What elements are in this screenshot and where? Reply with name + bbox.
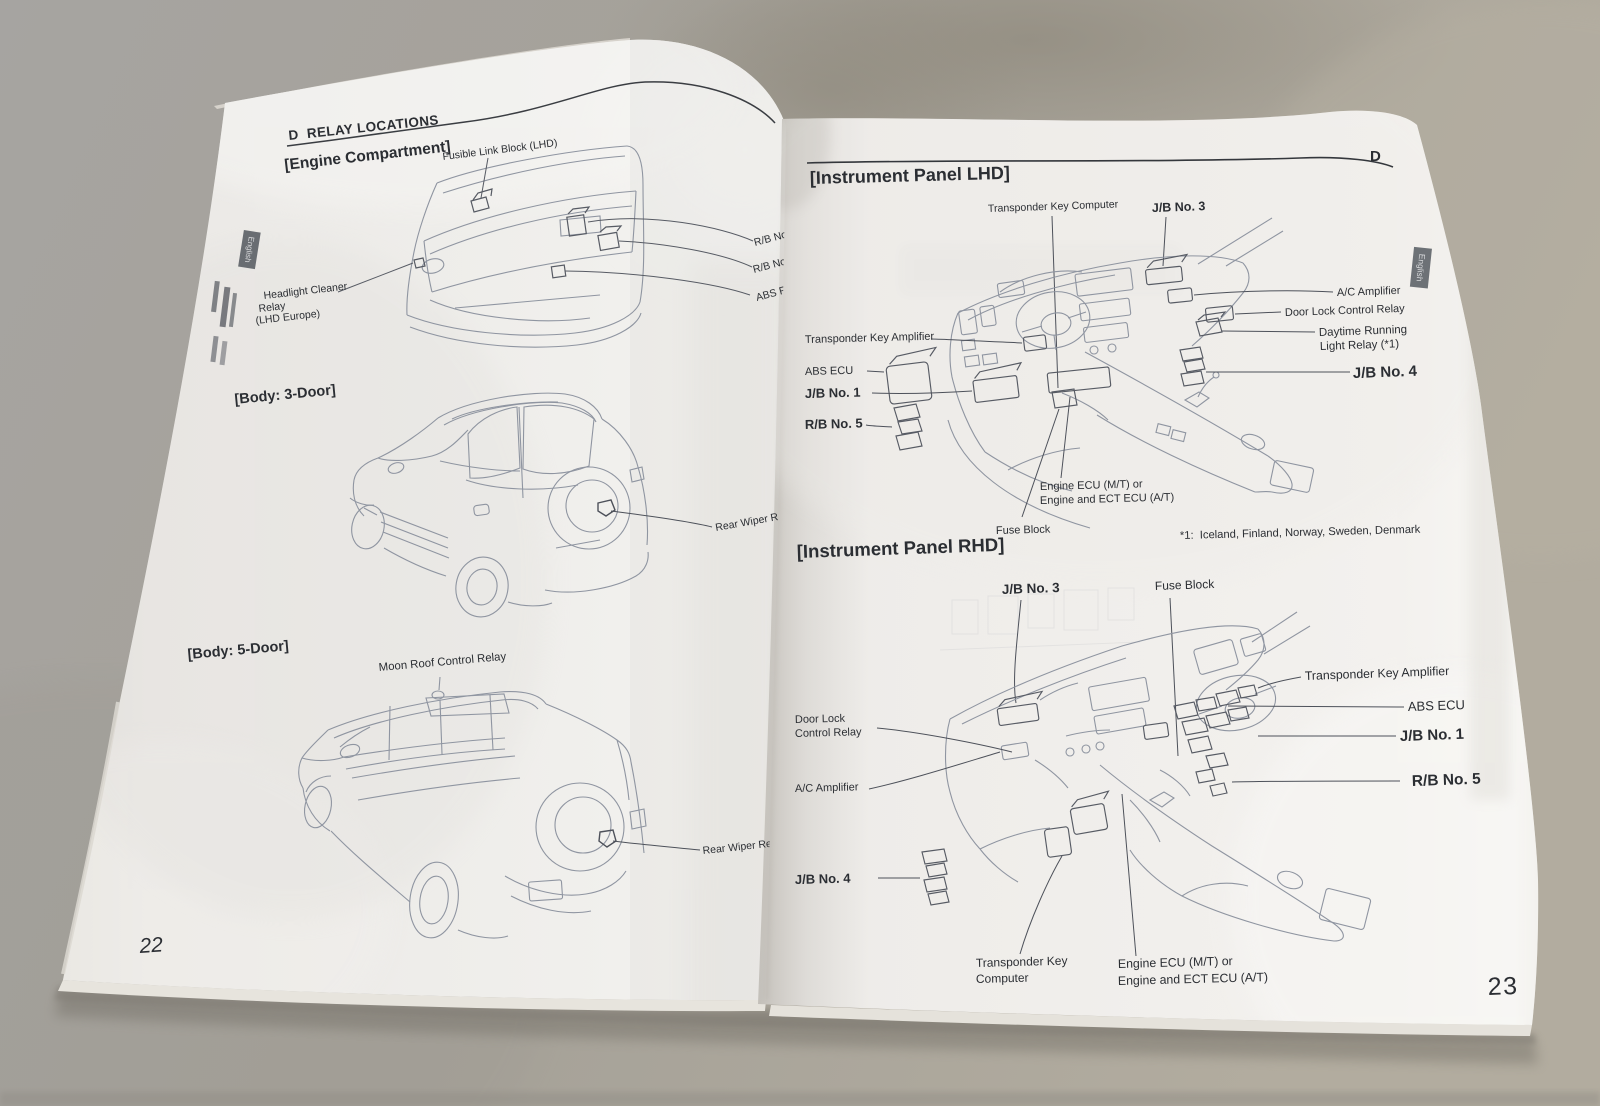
svg-text:R/B No. 5: R/B No. 5 (805, 415, 863, 432)
svg-text:Daytime Running: Daytime Running (1319, 324, 1408, 339)
svg-text:Fuse Block: Fuse Block (996, 524, 1051, 537)
svg-text:A/C Amplifier: A/C Amplifier (1337, 285, 1401, 299)
svg-text:22: 22 (138, 933, 164, 958)
svg-text:Engine ECU (M/T) or: Engine ECU (M/T) or (1118, 954, 1233, 971)
svg-text:J/B No. 3: J/B No. 3 (1002, 580, 1061, 597)
svg-text:Door Lock Control Relay: Door Lock Control Relay (1285, 303, 1406, 319)
svg-text:English: English (243, 236, 256, 263)
svg-text:Transponder Key Amplifier: Transponder Key Amplifier (1305, 664, 1450, 683)
svg-text:English: English (1414, 253, 1427, 282)
svg-text:Engine ECU (M/T) or: Engine ECU (M/T) or (1040, 478, 1143, 493)
svg-text:Computer: Computer (976, 971, 1029, 986)
svg-text:J/B No. 1: J/B No. 1 (805, 385, 861, 401)
svg-text:R/B No. 5: R/B No. 5 (1412, 771, 1482, 790)
svg-text:J/B No. 4: J/B No. 4 (795, 871, 852, 887)
svg-text:Door Lock: Door Lock (795, 713, 846, 726)
svg-text:Engine and ECT ECU (A/T): Engine and ECT ECU (A/T) (1040, 491, 1175, 507)
svg-text:Fuse Block: Fuse Block (1155, 577, 1216, 593)
svg-text:Transponder Key Computer: Transponder Key Computer (988, 198, 1119, 215)
svg-text:ABS ECU: ABS ECU (805, 365, 854, 378)
svg-text:J/B No. 4: J/B No. 4 (1353, 363, 1418, 382)
svg-text:J/B No. 1: J/B No. 1 (1400, 726, 1465, 745)
svg-text:Relay: Relay (258, 300, 287, 315)
svg-text:23: 23 (1487, 972, 1519, 1001)
svg-text:Engine and ECT ECU (A/T): Engine and ECT ECU (A/T) (1118, 970, 1268, 988)
svg-text:Transponder Key: Transponder Key (976, 954, 1068, 970)
svg-text:Transponder Key Amplifier: Transponder Key Amplifier (805, 331, 935, 346)
svg-text:Light Relay (*1): Light Relay (*1) (1320, 338, 1400, 353)
svg-text:A/C Amplifier: A/C Amplifier (795, 781, 859, 795)
svg-text:D: D (1370, 148, 1381, 165)
svg-text:J/B No. 3: J/B No. 3 (1152, 199, 1206, 215)
svg-text:ABS ECU: ABS ECU (1408, 697, 1466, 714)
svg-text:Control Relay: Control Relay (795, 726, 862, 740)
